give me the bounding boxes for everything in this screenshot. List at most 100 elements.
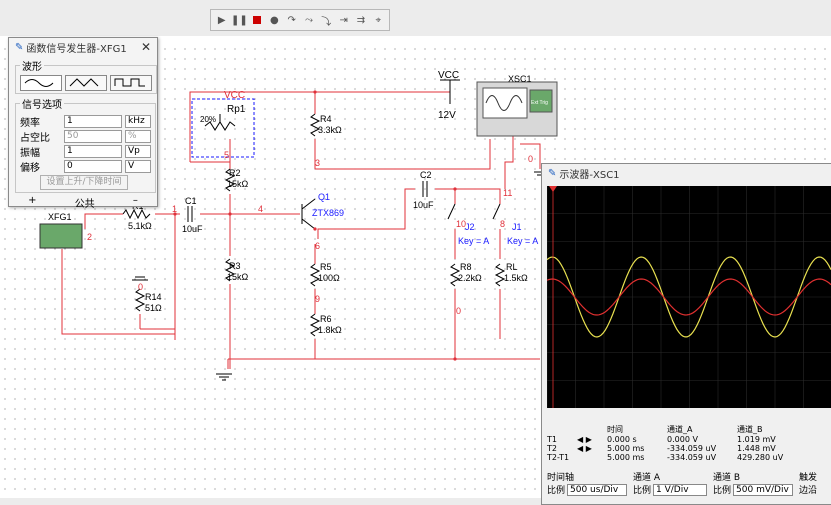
frequency-label: 频率 [20, 117, 40, 129]
offset-field[interactable]: 0 [64, 159, 122, 173]
channel-a-scale-label: 比例 [633, 486, 652, 496]
t1-channel-b: 1.019 mV [737, 435, 776, 444]
fgen-title-bar[interactable]: ✎ 函数信号发生器-XFG1 [9, 38, 157, 56]
c1-value: 10uF [182, 224, 203, 234]
t2-time: 5.000 ms [607, 444, 645, 453]
timebase-label: 时间轴 [547, 473, 575, 483]
waveform-group: 波形 [15, 58, 157, 94]
offset-unit[interactable]: V [125, 159, 151, 173]
edge-label: 边沿 [799, 486, 818, 496]
pause-next-icon[interactable]: ⇉ [356, 14, 366, 26]
r6-value: 1.8kΩ [318, 325, 342, 335]
r8-value: 2.2kΩ [458, 273, 482, 283]
node-0-b: 0 [456, 306, 461, 316]
frequency-unit[interactable]: kHz [125, 114, 151, 128]
scope-screen[interactable] [546, 186, 831, 408]
channel-b-header: 通道_B [737, 425, 763, 434]
j1-key: Key = A [507, 236, 538, 246]
node-9: 9 [315, 294, 320, 304]
sine-wave-button[interactable] [20, 75, 62, 91]
square-wave-button[interactable] [110, 75, 152, 91]
duty-unit[interactable]: % [125, 129, 151, 143]
circuit-schematic: VCC VCC 12V Rp1 20% R4 3.3kΩ R2 15kΩ R3 … [39, 70, 558, 381]
step-into-icon[interactable]: ⤵ [321, 16, 332, 28]
oscilloscope-window[interactable]: ✎ 示波器-XSC1 时间 通道_A 通道_B T1 ◀ ▶ 0.000 s 0… [541, 163, 831, 505]
t1-label: T1 [547, 435, 557, 444]
close-icon[interactable]: ✕ [140, 40, 151, 54]
t2-channel-b: 1.448 mV [737, 444, 776, 453]
record-icon[interactable]: ● [269, 14, 279, 26]
q1-value: ZTX869 [312, 208, 344, 218]
t2-channel-a: -334.059 uV [667, 444, 717, 453]
node-2: 2 [87, 232, 92, 242]
r5-value: 100Ω [318, 273, 340, 283]
j2-label: J2 [465, 222, 475, 232]
time-header: 时间 [607, 425, 623, 434]
fgen-title: 函数信号发生器-XFG1 [26, 43, 127, 55]
channel-a-label: 通道 A [633, 473, 661, 483]
common-terminal-label: 公共 [74, 199, 95, 210]
scope-title: 示波器-XSC1 [559, 169, 620, 181]
step-icon[interactable]: ↷ [287, 14, 296, 26]
r1-value: 5.1kΩ [128, 221, 152, 231]
c2-label: C2 [420, 170, 432, 180]
r5-label: R5 [320, 262, 332, 272]
vcc-top-label: VCC [224, 90, 245, 101]
r3-label: R3 [229, 261, 241, 271]
c2-value: 10uF [413, 200, 434, 210]
step-over-icon[interactable]: ⤳ [304, 14, 313, 26]
waveform-legend: 波形 [22, 62, 42, 73]
pause-icon[interactable]: ❚❚ [230, 14, 248, 26]
breakpoint-icon[interactable]: ⇥ [339, 14, 348, 26]
amplitude-field[interactable]: 1 [64, 144, 122, 158]
channel-b-scale-label: 比例 [713, 486, 732, 496]
channel-b-label: 通道 B [713, 473, 741, 483]
rl-label: RL [506, 262, 518, 272]
amplitude-unit[interactable]: Vp [125, 144, 151, 158]
rp1-percent: 20% [200, 115, 216, 124]
frequency-field[interactable]: 1 [64, 114, 122, 128]
ext-trig-label: Ext Trig [531, 100, 548, 106]
t2-arrows[interactable]: ◀ ▶ [577, 444, 592, 453]
node-1: 1 [172, 204, 177, 214]
t2-t1-label: T2-T1 [547, 453, 570, 462]
scope-title-bar[interactable]: ✎ 示波器-XSC1 [542, 164, 831, 182]
play-icon[interactable]: ▶ [217, 14, 226, 26]
channel-b-scale-field[interactable]: 500 mV/Div [733, 483, 794, 496]
node-5: 5 [224, 150, 229, 160]
triangle-wave-button[interactable] [65, 75, 107, 91]
r4-label: R4 [320, 114, 332, 124]
node-0-c: 0 [528, 154, 533, 164]
node-3: 3 [315, 158, 320, 168]
measurement-table: 时间 通道_A 通道_B T1 ◀ ▶ 0.000 s 0.000 V 1.01… [547, 424, 831, 462]
r4-value: 3.3kΩ [318, 125, 342, 135]
plus-terminal-label: + [28, 195, 37, 206]
t1-channel-a: 0.000 V [667, 435, 698, 444]
channel-a-scale-field[interactable]: 1 V/Div [653, 483, 708, 496]
stop-icon[interactable] [250, 13, 263, 27]
timebase-scale-field[interactable]: 500 us/Div [567, 483, 628, 496]
t1-arrows[interactable]: ◀ ▶ [577, 435, 592, 444]
duty-row: 占空比 50% [20, 129, 151, 144]
duty-label: 占空比 [20, 132, 50, 144]
node-10: 10 [456, 219, 466, 229]
minus-terminal-label: – [132, 195, 138, 206]
rise-fall-button[interactable]: 设置上升/下降时间 [40, 175, 128, 190]
duty-field[interactable]: 50 [64, 129, 122, 143]
c1-label: C1 [185, 196, 197, 206]
node-11: 11 [503, 188, 512, 198]
v12-label: 12V [438, 110, 456, 121]
scope-window-icon: ✎ [548, 167, 557, 179]
vcc-right-label: VCC [438, 70, 459, 81]
r14-value: 51Ω [145, 303, 162, 313]
node-6: 6 [315, 241, 320, 251]
simulation-toolbar: ▶ ❚❚ ● ↷ ⤳ ⤵ ⇥ ⇉ ⌖ [210, 9, 390, 31]
probe-icon[interactable]: ⌖ [375, 14, 382, 26]
timebase-scale-label: 比例 [547, 486, 566, 496]
t2-t1-time: 5.000 ms [607, 453, 645, 462]
node-0-a: 0 [138, 282, 143, 292]
